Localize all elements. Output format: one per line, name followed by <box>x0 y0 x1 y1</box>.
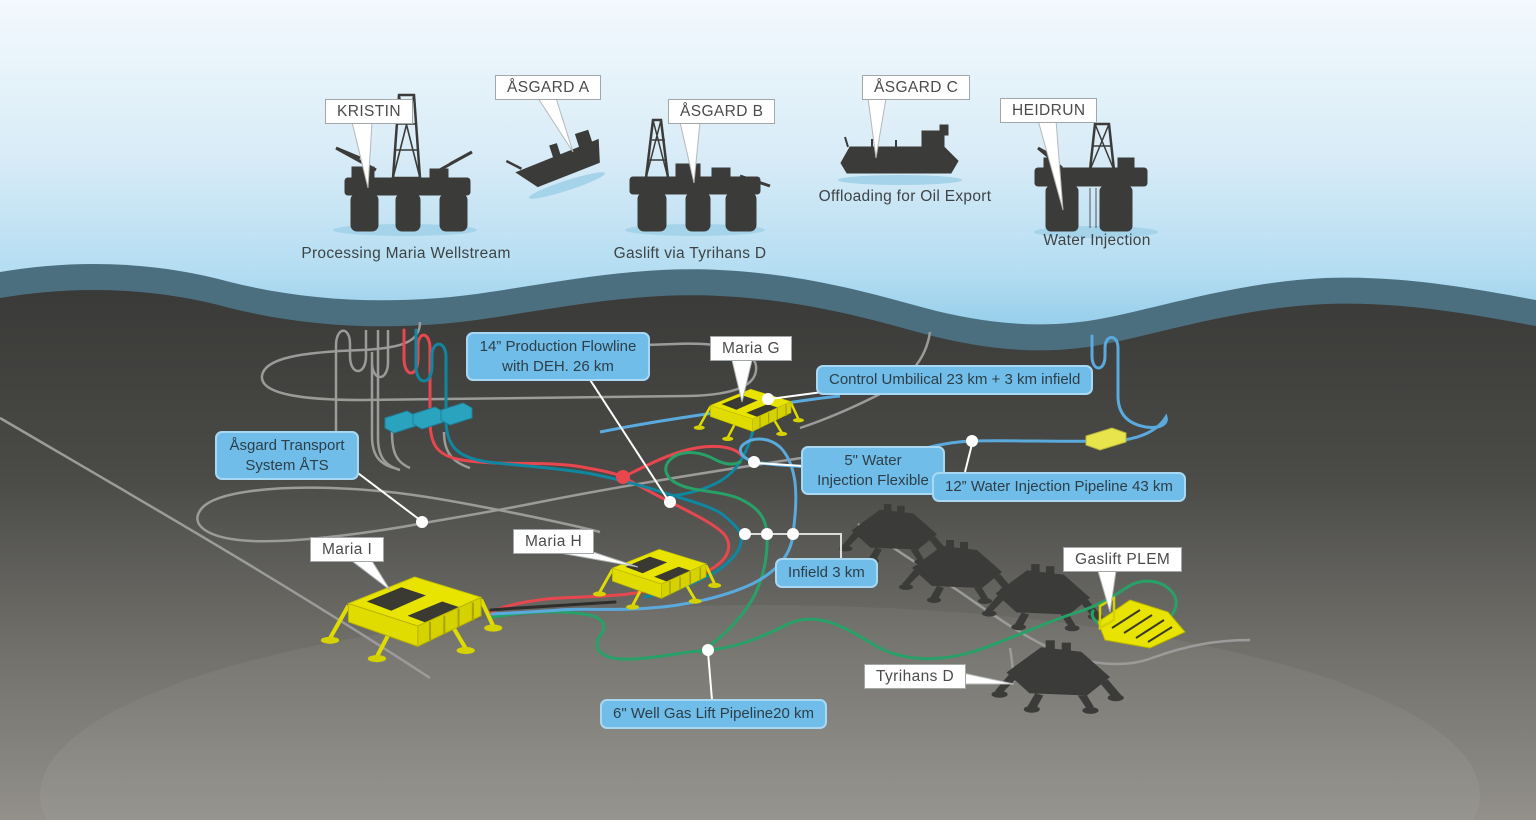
label-control-umbilical: Control Umbilical 23 km + 3 km infield <box>816 365 1094 395</box>
asgard-a-ship-illustration <box>505 129 605 199</box>
gas-lift-pipeline-line <box>487 579 1178 661</box>
tyrihans-field-templates <box>839 503 1124 714</box>
label-asgard-c: ÅSGARD C <box>862 75 971 101</box>
label-heidrun: HEIDRUN <box>1000 98 1098 124</box>
label-maria-i: Maria I <box>310 537 385 563</box>
caption-asgard-b: Gaslift via Tyrihans D <box>613 245 767 262</box>
label-kristin: KRISTIN <box>325 99 413 125</box>
caption-asgard-c: Offloading for Oil Export <box>818 188 992 205</box>
label-infield: Infield 3 km <box>775 558 878 588</box>
label-asgard-a: ÅSGARD A <box>495 75 602 101</box>
maria-templates <box>320 388 805 663</box>
asgard-b-platform-illustration <box>625 118 771 236</box>
label-gaslift-plem: Gaslift PLEM <box>1063 547 1183 573</box>
pipeline-connector-box <box>1085 427 1127 451</box>
label-maria-g: Maria G <box>710 336 792 362</box>
label-asgard-b: ÅSGARD B <box>668 99 776 125</box>
label-asgard-transport: Åsgard Transport System ÅTS <box>215 431 359 480</box>
label-gas-lift-pipeline: 6" Well Gas Lift Pipeline20 km <box>600 699 827 729</box>
production-flowline-line <box>402 328 731 614</box>
seabed-background <box>0 289 1536 820</box>
label-water-injection-flexible: 5" Water Injection Flexible <box>801 446 945 495</box>
maria-h-template <box>592 549 722 610</box>
caption-kristin: Processing Maria Wellstream <box>301 245 511 262</box>
label-tyrihans-d: Tyrihans D <box>864 664 967 690</box>
heidrun-platform-illustration <box>1034 122 1158 238</box>
junction-dots <box>416 393 978 656</box>
tyrihans-d-template <box>991 640 1124 714</box>
label-water-injection-pipeline: 12” Water Injection Pipeline 43 km <box>932 472 1186 502</box>
caption-heidrun: Water Injection <box>1043 232 1151 249</box>
maria-i-template <box>320 576 503 663</box>
colored-pipelines <box>402 328 1178 661</box>
asgard-c-ship-illustration <box>838 124 962 185</box>
red-junction-dot <box>616 470 630 484</box>
label-production-flowline: 14” Production Flowline with DEH. 26 km <box>466 332 650 381</box>
label-maria-h: Maria H <box>513 529 595 555</box>
kristin-platform-illustration <box>333 93 477 236</box>
callout-tails <box>350 97 1117 685</box>
surface-facilities <box>333 93 1158 238</box>
control-umbilical-line <box>414 328 743 599</box>
riser-connector-bars <box>384 402 473 434</box>
